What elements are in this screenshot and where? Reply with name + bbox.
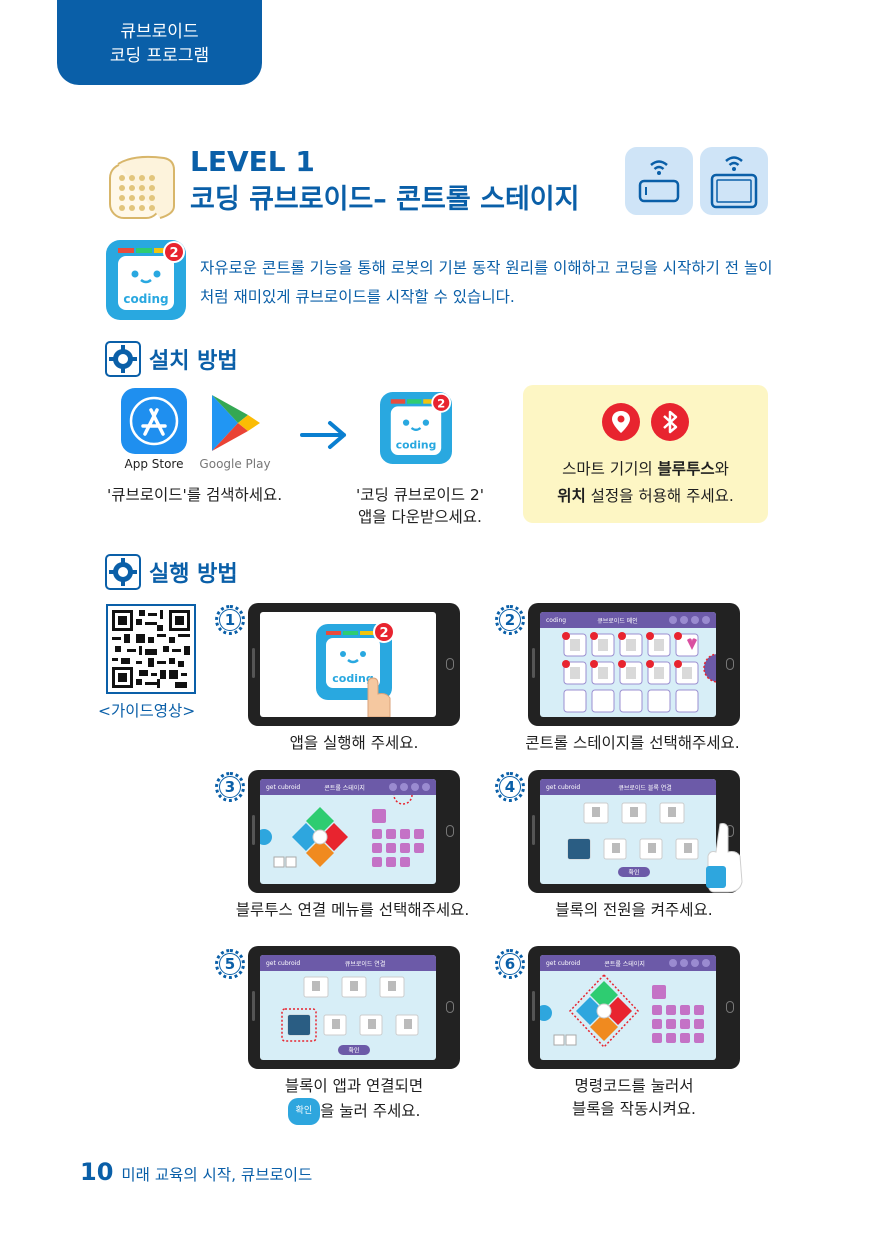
coding-app-launch-image: coding 2 (316, 621, 395, 717)
note-line-1: 스마트 기기의 블루투스와 (562, 460, 729, 478)
app-icon-name: coding (396, 439, 437, 452)
step-6-caption-line-2: 블록을 작동시켜요. (572, 1100, 696, 1118)
google-play-label: Google Play (199, 457, 271, 471)
step-2-caption: 콘트롤 스테이지를 선택해주세요. (525, 734, 740, 752)
app-store-label: App Store (124, 457, 184, 471)
google-play-icon (212, 395, 260, 451)
step-5-caption-line-1: 블록이 앱과 연결되면 (284, 1077, 424, 1095)
guide-video-label[interactable]: <가이드영상> (98, 702, 196, 720)
coding-app-download-icon: coding 2 (380, 392, 452, 464)
svg-text:확인: 확인 (628, 869, 639, 877)
download-line-2: 앱을 다운받으세요. (358, 508, 482, 526)
app-badge: 2 (169, 246, 178, 261)
intro-text: 자유로운 콘트롤 기능을 통해 로봇의 기본 동작 원리를 이해하고 코딩을 시… (200, 259, 773, 306)
app-badge: 2 (437, 396, 445, 410)
block-connect-image: 확인 (567, 802, 699, 877)
download-line-1: '코딩 큐브로이드 2' (355, 486, 485, 504)
gear-icon (105, 554, 141, 590)
phone-wifi-icon (625, 147, 693, 215)
control-command-image (540, 973, 704, 1049)
run-heading-label: 실행 방법 (149, 562, 238, 587)
svg-text:coding: coding (332, 672, 373, 685)
location-pin-icon (602, 403, 640, 441)
footer-text: 미래 교육의 시작, 큐브로이드 (121, 1166, 313, 1184)
stage-title: 코딩 큐브로이드– 콘트롤 스테이지 (190, 184, 580, 215)
step-badge-5: 5 (215, 949, 245, 979)
app-store-icon (121, 388, 187, 454)
step-1-caption: 앱을 실행해 주세요. (289, 734, 419, 752)
block-connected-image: 확인 (281, 976, 419, 1055)
cube-icon (109, 155, 175, 219)
header-tab: 큐브로이드 코딩 프로그램 (57, 0, 262, 85)
coding-app-icon: coding 2 (106, 240, 186, 320)
step-1-tablet: coding 2 (248, 603, 460, 726)
arrow-right-icon (300, 421, 346, 449)
svg-text:확인: 확인 (348, 1047, 359, 1055)
hand-pressing-block-image (706, 823, 743, 893)
app-icon-name: coding (123, 292, 168, 306)
run-heading: 실행 방법 (105, 554, 238, 590)
page-footer: 10 미래 교육의 시작, 큐브로이드 (80, 1158, 312, 1186)
bluetooth-icon (651, 403, 689, 441)
install-heading-label: 설치 방법 (149, 349, 238, 374)
svg-text:2: 2 (379, 626, 388, 641)
download-instruction: '코딩 큐브로이드 2' 앱을 다운받으세요. (330, 484, 510, 528)
step-badge-3: 3 (215, 772, 245, 802)
step-3-caption: 블루투스 연결 메뉴를 선택해주세요. (235, 901, 470, 919)
confirm-pill: 확인 (287, 1098, 321, 1125)
step-6-caption-line-1: 명령코드를 눌러서 (574, 1077, 694, 1095)
gear-icon (105, 341, 141, 377)
step-badge-1: 1 (215, 605, 245, 635)
tab-line-2: 코딩 프로그램 (109, 46, 210, 66)
step-badge-6: 6 (495, 949, 525, 979)
level-label: LEVEL 1 (190, 145, 315, 178)
control-pad-image (260, 785, 424, 868)
step-badge-4: 4 (495, 772, 525, 802)
page-title: LEVEL 1 코딩 큐브로이드– 콘트롤 스테이지 (190, 144, 579, 220)
note-line-2: 위치 설정을 허용해 주세요. (557, 487, 734, 505)
tablet-wifi-icon (700, 147, 768, 215)
tab-line-1: 큐브로이드 (120, 22, 199, 42)
stage-select-grid (562, 632, 716, 713)
guide-video-qr-code[interactable] (106, 604, 196, 694)
step-4-caption: 블록의 전원을 켜주세요. (555, 901, 713, 919)
step-badge-2: 2 (495, 605, 525, 635)
search-instruction: '큐브로이드'를 검색하세요. (107, 486, 283, 504)
step-6-caption: 명령코드를 눌러서 블록을 작동시켜요. (528, 1075, 740, 1121)
install-heading: 설치 방법 (105, 341, 238, 377)
page-number: 10 (80, 1158, 114, 1186)
permission-note: 스마트 기기의 블루투스와 위치 설정을 허용해 주세요. (523, 385, 768, 523)
